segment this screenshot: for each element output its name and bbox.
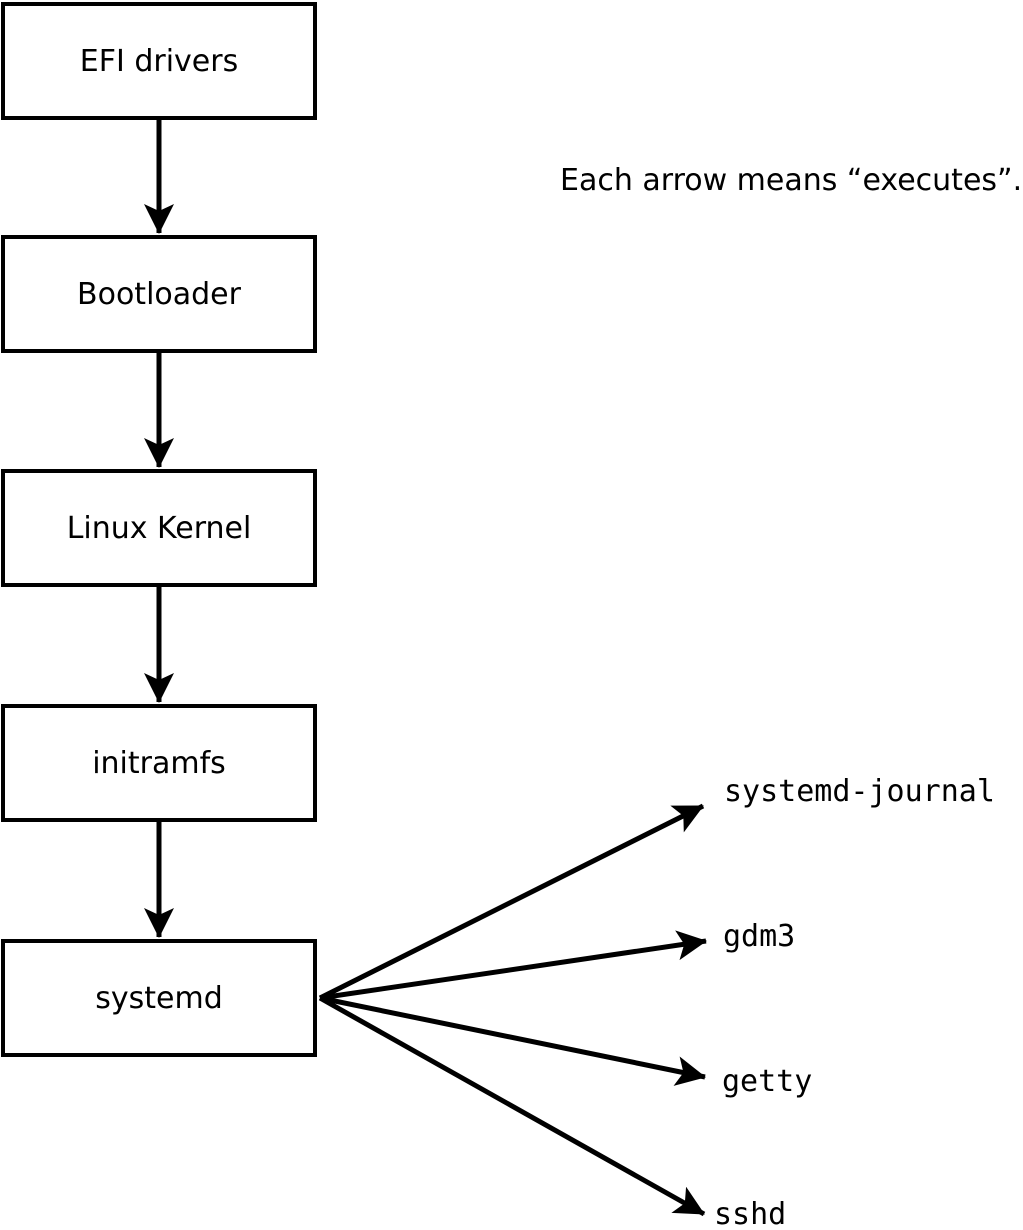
arrow-systemd-to-getty	[319, 995, 706, 1086]
target-getty: getty	[722, 1064, 813, 1099]
target-systemd-journal: systemd-journal	[724, 774, 995, 809]
node-linux-kernel: Linux Kernel	[1, 469, 317, 587]
annotation-arrow-meaning: Each arrow means “executes”.	[560, 163, 1023, 198]
node-bootloader: Bootloader	[1, 235, 317, 353]
node-linux-kernel-label: Linux Kernel	[66, 510, 252, 546]
arrow-systemd-to-gdm3	[319, 930, 707, 1001]
node-bootloader-label: Bootloader	[77, 276, 241, 312]
node-initramfs-label: initramfs	[92, 745, 226, 781]
node-systemd-label: systemd	[95, 980, 223, 1016]
arrow-systemd-to-journal	[318, 803, 705, 1001]
target-gdm3: gdm3	[723, 919, 796, 954]
node-systemd: systemd	[1, 939, 317, 1057]
arrow-systemd-to-sshd	[318, 995, 706, 1217]
node-efi-drivers: EFI drivers	[1, 2, 317, 120]
node-efi-drivers-label: EFI drivers	[79, 43, 239, 79]
node-initramfs: initramfs	[1, 704, 317, 822]
target-sshd: sshd	[714, 1197, 787, 1230]
